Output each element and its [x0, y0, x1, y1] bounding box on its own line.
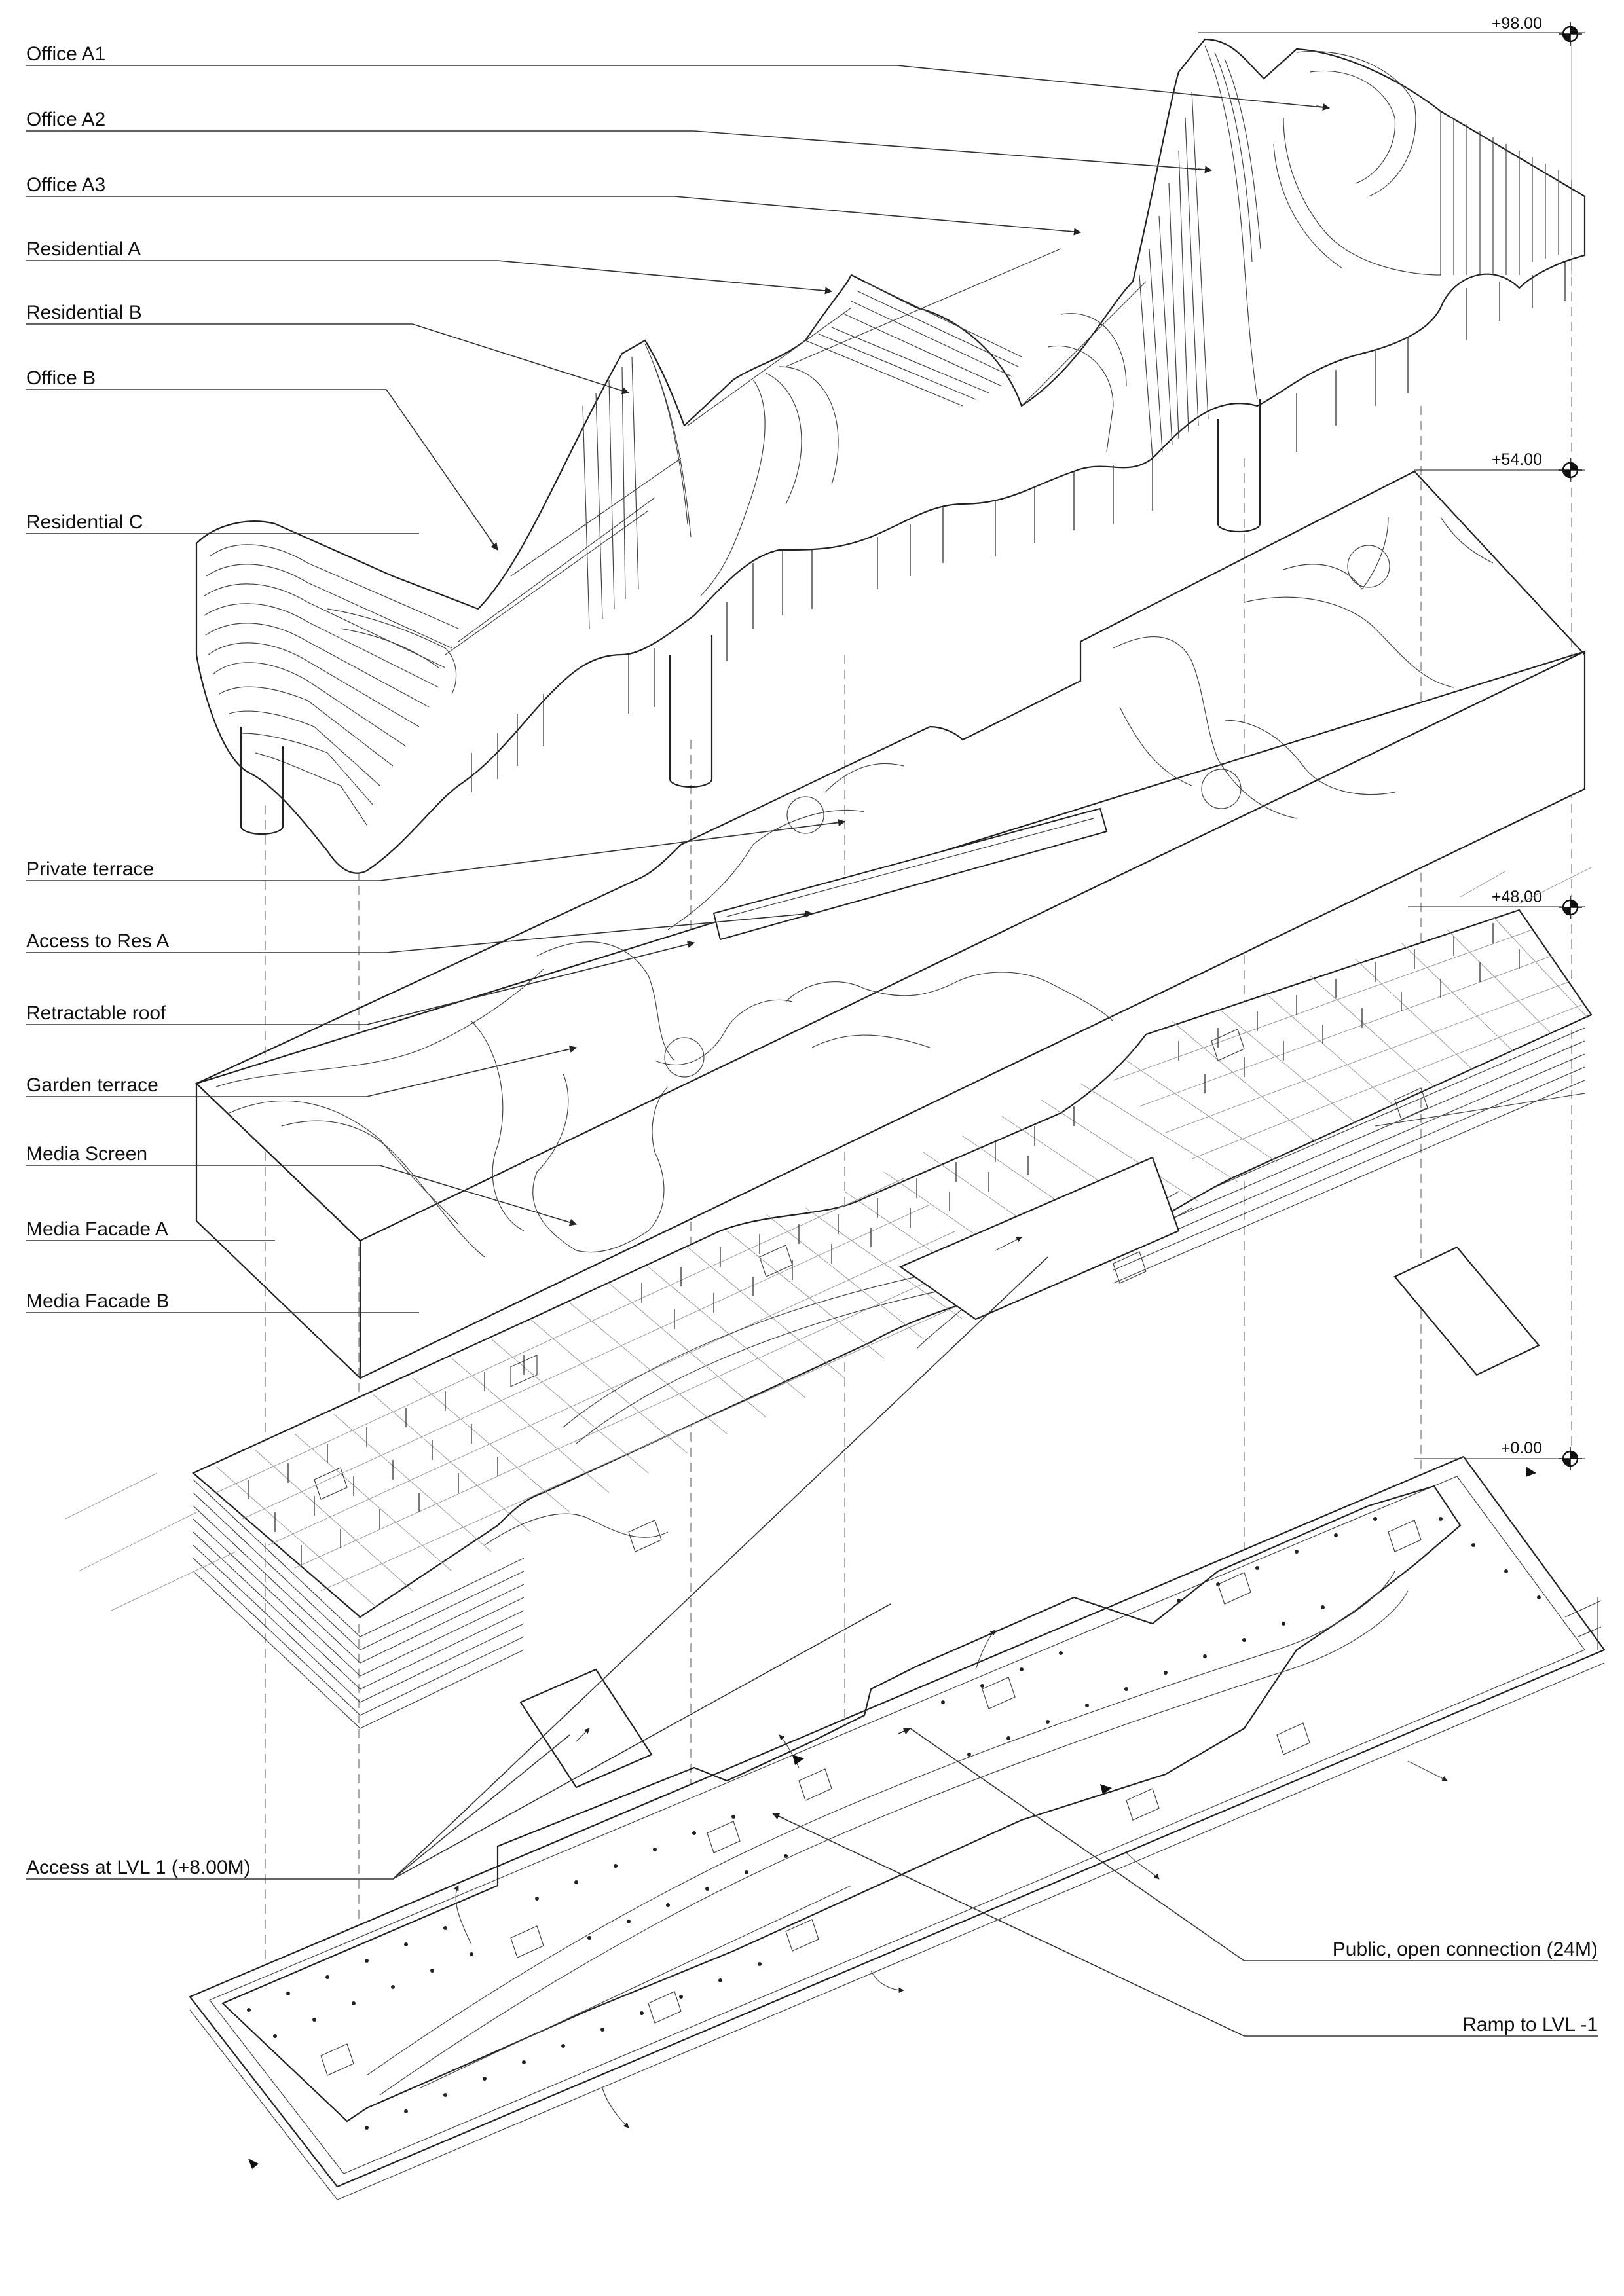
label-ramp-lvl-minus1: Ramp to LVL -1	[1462, 2014, 1598, 2035]
labels: Office A1 Office A2 Office A3 Residentia…	[26, 43, 1598, 2035]
label-private-terrace: Private terrace	[26, 858, 154, 880]
level-54: +54.00	[1414, 450, 1585, 483]
podium-roof-box	[194, 470, 1586, 1380]
level-0: +0.00	[1414, 1439, 1585, 1472]
entrance-paths	[453, 1630, 1448, 2128]
label-residential-c: Residential C	[26, 511, 143, 533]
support-columns	[240, 399, 1261, 835]
level-54-label: +54.00	[1492, 450, 1542, 469]
label-office-a3: Office A3	[26, 174, 105, 196]
media-screen	[532, 972, 1114, 1253]
label-residential-b: Residential B	[26, 302, 142, 323]
label-garden-terrace: Garden terrace	[26, 1074, 158, 1096]
plan-cores	[320, 1520, 1422, 2076]
label-office-a2: Office A2	[26, 109, 105, 130]
direction-arrow-icon	[248, 1467, 1536, 2169]
level-48-label: +48.00	[1492, 888, 1542, 906]
tower-volume	[195, 38, 1586, 874]
ramp	[366, 1571, 1409, 2096]
ground-floor-plan	[189, 1455, 1606, 2200]
floor-plates	[65, 867, 1593, 1789]
label-office-a1: Office A1	[26, 43, 105, 65]
label-media-facade-a: Media Facade A	[26, 1218, 168, 1240]
level-datum-icon	[1557, 21, 1583, 47]
level-datum-icon	[1557, 1446, 1583, 1472]
level-markers: +98.00 +54.00 +48.00 +0.00	[1198, 14, 1585, 1472]
level-48: +48.00	[1408, 888, 1585, 920]
leader-lines	[26, 65, 1598, 2037]
label-access-res-a: Access to Res A	[26, 930, 169, 952]
dimension-mark	[1564, 1597, 1602, 1650]
label-media-facade-b: Media Facade B	[26, 1290, 169, 1312]
label-residential-a: Residential A	[26, 238, 141, 260]
label-media-screen: Media Screen	[26, 1143, 147, 1165]
plan-columns	[247, 1517, 1541, 2130]
access-bridges	[519, 1156, 1540, 1789]
level-98-label: +98.00	[1492, 14, 1542, 33]
retractable-roof	[712, 807, 1108, 941]
label-retractable-roof: Retractable roof	[26, 1002, 166, 1024]
label-public-connection: Public, open connection (24M)	[1333, 1939, 1598, 1960]
plate-cores	[314, 1029, 1428, 1552]
plate-columns	[248, 923, 1520, 1565]
label-access-lvl1: Access at LVL 1 (+8.00M)	[26, 1857, 251, 1878]
level-0-label: +0.00	[1501, 1439, 1542, 1457]
level-datum-icon	[1557, 894, 1583, 920]
level-datum-icon	[1557, 457, 1583, 483]
label-office-b: Office B	[26, 367, 96, 389]
